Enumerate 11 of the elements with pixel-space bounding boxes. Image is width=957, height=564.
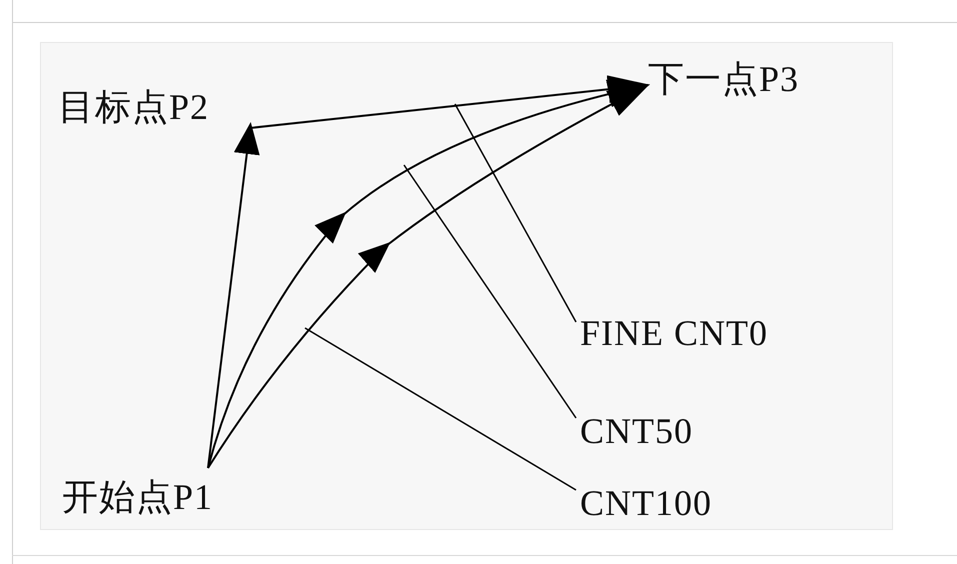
point-label: CNT50 (580, 410, 740, 450)
arrow (207, 122, 260, 468)
leader-line (454, 104, 577, 322)
arrow (250, 75, 650, 129)
point-label: CNT100 (580, 482, 760, 522)
point-label: 目标点P2 (58, 86, 254, 132)
leader-line (304, 327, 576, 491)
point-label: 开始点P1 (62, 468, 252, 518)
point-label: 下一点P3 (648, 58, 832, 100)
leader-line (403, 164, 577, 418)
point-label: FINE CNT0 (580, 312, 830, 352)
